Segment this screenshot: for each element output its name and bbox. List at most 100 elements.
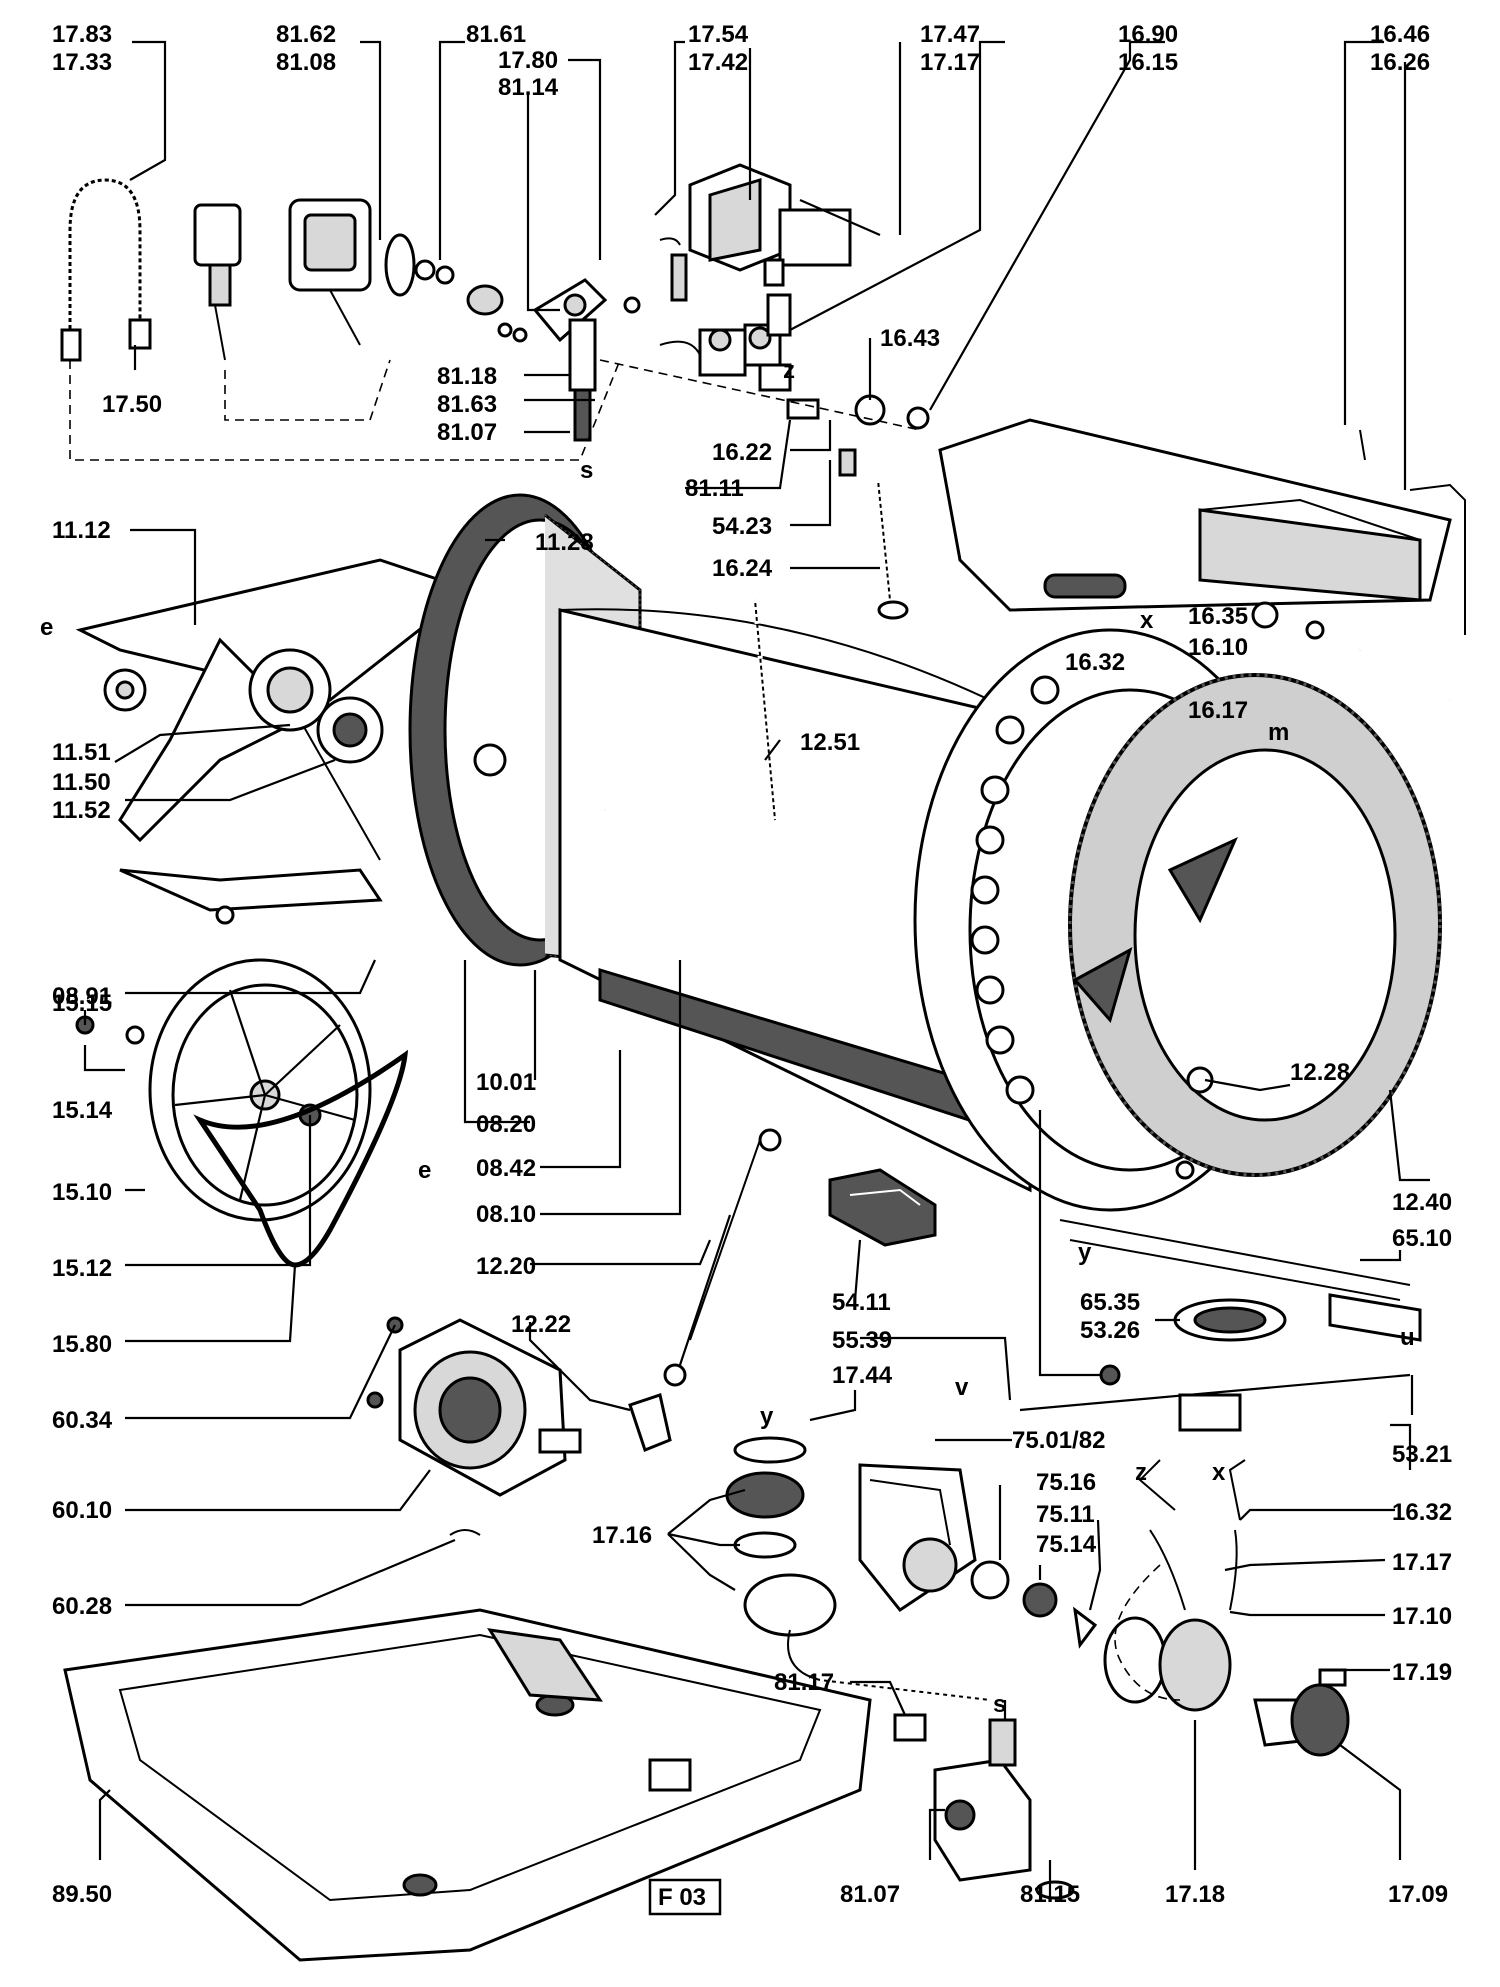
part-label: 17.17	[920, 49, 980, 76]
connection-letter: z	[1135, 1459, 1147, 1486]
part-label: 16.35	[1188, 603, 1248, 630]
o-ring-part	[435, 265, 455, 285]
connection-letter: s	[993, 1691, 1006, 1718]
part-label: 08.91	[52, 983, 112, 1010]
drum-assembly-part	[408, 493, 1442, 1212]
connection-letter: u	[1400, 1324, 1415, 1351]
part-label: 17.18	[1165, 1881, 1225, 1908]
drain-hose-part	[60, 176, 152, 362]
part-label: 81.07	[437, 419, 497, 446]
leader-lines	[83, 40, 1430, 1900]
part-label: 11.12	[52, 517, 111, 544]
sump-hose-part	[725, 1436, 991, 1705]
part-label: 65.10	[1392, 1225, 1452, 1252]
part-label: 11.28	[535, 529, 594, 556]
part-label: 15.14	[52, 1097, 113, 1124]
part-label: 16.10	[1188, 634, 1248, 661]
base-plate-part	[63, 1608, 872, 1962]
part-label: 60.34	[52, 1407, 113, 1434]
part-label: 17.42	[688, 49, 748, 76]
part-label: 16.46	[1370, 21, 1430, 48]
part-label: 12.28	[1290, 1059, 1350, 1086]
part-label: 81.18	[437, 363, 497, 390]
routing-line	[1114, 1564, 1181, 1701]
part-label: 12.22	[511, 1311, 571, 1338]
connection-letter: y	[1078, 1239, 1092, 1266]
part-label: 16.24	[712, 555, 773, 582]
part-label: 08.10	[476, 1201, 536, 1228]
part-label: 55.39	[832, 1327, 892, 1354]
part-label: 81.61	[466, 21, 526, 48]
part-labels: 17.83 17.33 81.62 81.08 81.61 17.80 81.1…	[52, 21, 1452, 1908]
part-label: 17.33	[52, 49, 112, 76]
part-label: 53.21	[1392, 1441, 1452, 1468]
washer-part	[497, 322, 513, 338]
part-label: 89.50	[52, 1881, 112, 1908]
connection-letter: v	[955, 1374, 969, 1401]
drive-belt-part	[193, 1049, 409, 1268]
part-label: 17.83	[52, 21, 112, 48]
part-label: 16.43	[880, 325, 940, 352]
part-label: 17.16	[592, 1522, 652, 1549]
connection-letter: z	[783, 357, 795, 384]
part-label: 53.26	[1080, 1317, 1140, 1344]
part-label: 75.14	[1036, 1531, 1097, 1558]
part-label: 16.15	[1118, 49, 1178, 76]
part-label: 65.35	[1080, 1289, 1140, 1316]
part-label: 17.54	[688, 21, 749, 48]
part-label: 10.01	[476, 1069, 536, 1096]
figure-id-box: F 03	[648, 1878, 722, 1916]
o-ring-part	[414, 259, 436, 281]
connection-letter: s	[580, 457, 593, 484]
pressure-hose-part	[786, 394, 930, 620]
routing-line	[69, 359, 621, 461]
heating-element-part	[1019, 1219, 1422, 1432]
solenoid-valve-part	[659, 323, 792, 392]
part-label: 81.07	[840, 1881, 900, 1908]
connection-letter: e	[418, 1157, 431, 1184]
part-label: 11.50	[52, 769, 111, 796]
part-label: 16.26	[1370, 49, 1430, 76]
feed-assembly-part	[659, 163, 881, 337]
part-label: 17.80	[498, 47, 558, 74]
parts-artwork	[60, 163, 1466, 1962]
part-label: 15.12	[52, 1255, 112, 1282]
part-label: 17.50	[102, 391, 162, 418]
figure-id: F 03	[658, 1884, 706, 1911]
shock-absorber-part	[628, 1128, 782, 1452]
overflow-hose-part	[1359, 429, 1466, 635]
part-label: 60.10	[52, 1497, 112, 1524]
part-label: 17.44	[832, 1362, 893, 1389]
connection-letter: e	[40, 614, 53, 641]
connection-letter: x	[1212, 1459, 1226, 1486]
motor-part	[366, 1316, 582, 1536]
part-label: 08.42	[476, 1155, 536, 1182]
inlet-connector-part	[193, 198, 416, 361]
rear-bracket-part	[75, 537, 503, 925]
detergent-drawer-part	[938, 418, 1452, 640]
part-label: 12.40	[1392, 1189, 1452, 1216]
connection-letters: e e s s x x z z y y m u v	[40, 357, 1415, 1718]
part-label: 17.09	[1388, 1881, 1448, 1908]
part-label: 17.17	[1392, 1549, 1452, 1576]
part-label: 11.51	[52, 739, 111, 766]
part-label: 75.01/82	[1012, 1427, 1105, 1454]
part-label: 81.63	[437, 391, 497, 418]
part-label: 16.32	[1392, 1499, 1452, 1526]
part-label: 11.52	[52, 797, 111, 824]
part-label: 81.14	[498, 74, 559, 101]
drum-pulley-part	[75, 958, 372, 1222]
lower-valve-part	[893, 1713, 1075, 1900]
part-label: 16.17	[1188, 697, 1248, 724]
connection-letter: m	[1268, 719, 1289, 746]
drain-elbow-part	[1357, 637, 1461, 750]
part-label: 81.08	[276, 49, 336, 76]
routing-line	[224, 359, 391, 421]
part-label: 15.15	[52, 990, 112, 1017]
part-label: 60.28	[52, 1593, 112, 1620]
connection-letter: x	[1140, 607, 1154, 634]
part-label: 81.62	[276, 21, 336, 48]
valve-bracket-part	[532, 278, 641, 442]
washer-part	[512, 327, 528, 343]
